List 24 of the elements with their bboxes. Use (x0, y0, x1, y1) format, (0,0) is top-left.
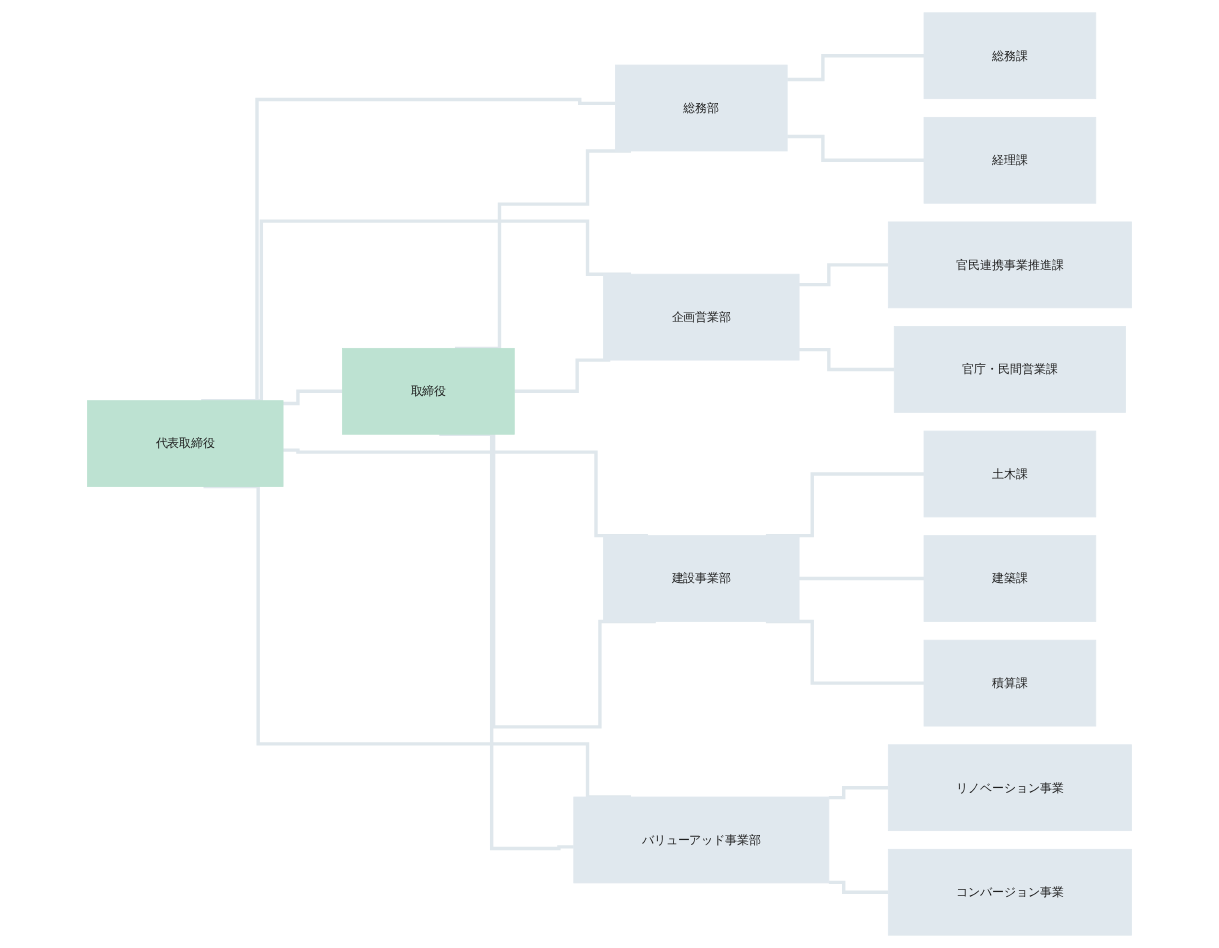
node-box: 企画営業部 (603, 273, 800, 361)
node-box: 総務部 (615, 64, 788, 152)
node-box: 官庁・民間営業課 (893, 326, 1126, 413)
node-box: 建設事業部 (603, 535, 800, 622)
connector (799, 576, 925, 581)
connector (828, 880, 889, 894)
connector (799, 263, 889, 287)
connector (787, 134, 925, 162)
node-box: 官民連携事業推進課 (887, 221, 1132, 309)
node-box: 経理課 (923, 116, 1097, 204)
connector (787, 54, 925, 82)
node-box: 取締役 (342, 347, 515, 435)
node-box: 代表取締役 (87, 400, 284, 487)
connector (283, 389, 343, 406)
node-box: 積算課 (923, 639, 1097, 727)
node-box: バリューアッド事業部 (573, 796, 830, 884)
connector (828, 786, 889, 800)
node-box: 土木課 (923, 430, 1097, 518)
node-box: 総務課 (923, 12, 1097, 100)
node-box: 建築課 (923, 535, 1097, 622)
node-box: リノベーション事業 (887, 744, 1132, 832)
node-box: コンバージョン事業 (887, 848, 1132, 936)
connector (799, 347, 895, 372)
connector (765, 619, 925, 685)
